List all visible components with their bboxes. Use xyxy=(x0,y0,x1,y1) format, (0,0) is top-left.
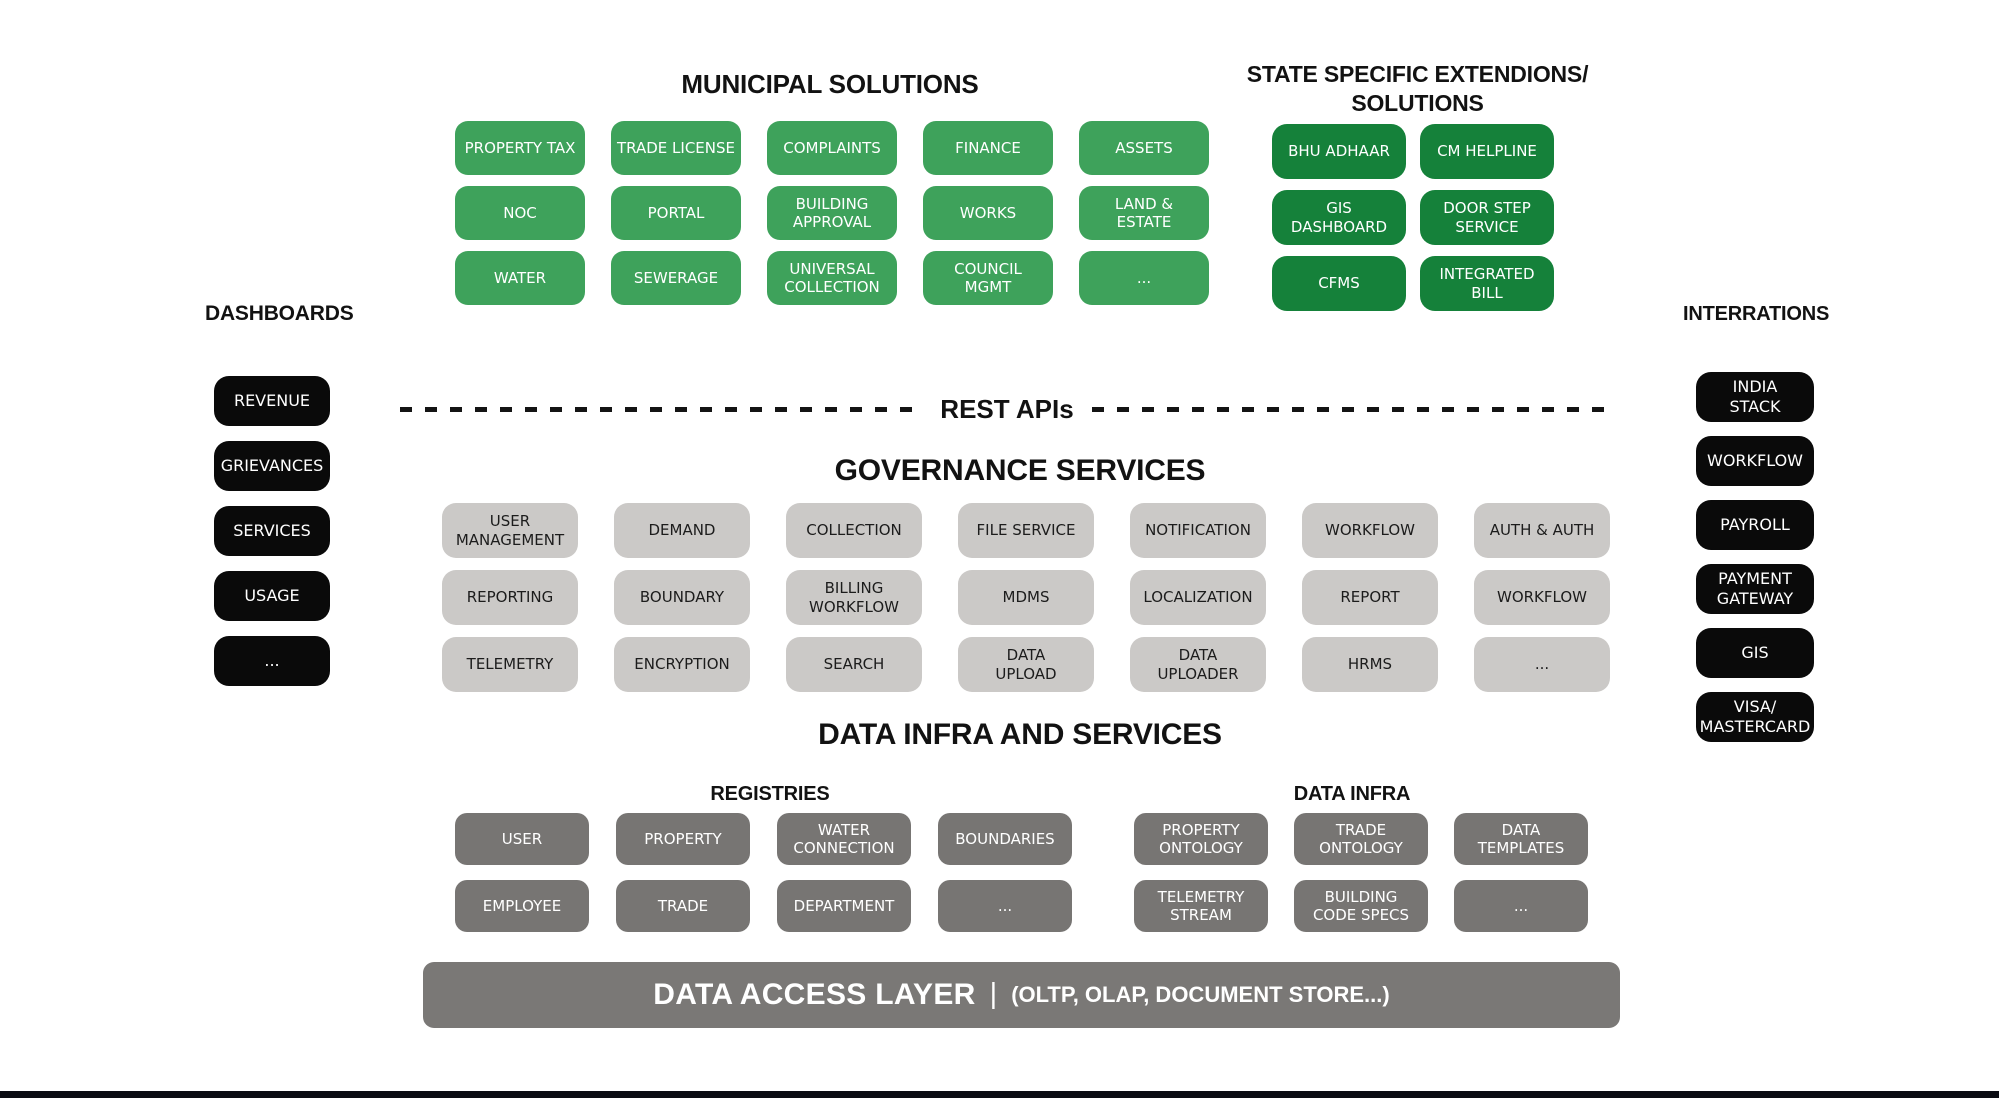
registry-box: PROPERTY xyxy=(616,813,750,865)
data-access-layer-subtitle: (OLTP, OLAP, DOCUMENT STORE...) xyxy=(1011,982,1390,1007)
data-infra-and-services-title: DATA INFRA AND SERVICES xyxy=(818,718,1222,751)
state-extension-box: GIS DASHBOARD xyxy=(1272,190,1406,245)
municipal-solution-box: WORKS xyxy=(923,186,1053,240)
data-infra-box: TELEMETRY STREAM xyxy=(1134,880,1268,932)
data-access-layer-bar: DATA ACCESS LAYER | (OLTP, OLAP, DOCUMEN… xyxy=(423,962,1620,1028)
integrations-title: INTERRATIONS xyxy=(1683,303,1830,325)
governance-service-box: MDMS xyxy=(958,570,1094,625)
integration-pill: INDIA STACK xyxy=(1696,372,1814,422)
state-extension-box: INTEGRATED BILL xyxy=(1420,256,1554,311)
governance-service-box: COLLECTION xyxy=(786,503,922,558)
dashboard-pill: REVENUE xyxy=(214,376,330,426)
data-infra-box: ... xyxy=(1454,880,1588,932)
governance-service-box: AUTH & AUTH xyxy=(1474,503,1610,558)
governance-service-box: ... xyxy=(1474,637,1610,692)
municipal-solution-box: ASSETS xyxy=(1079,121,1209,175)
state-extension-box: BHU ADHAAR xyxy=(1272,124,1406,179)
municipal-solutions-grid: PROPERTY TAX TRADE LICENSE COMPLAINTS FINAN… xyxy=(455,121,1209,305)
governance-service-box: ENCRYPTION xyxy=(614,637,750,692)
governance-service-box: TELEMETRY xyxy=(442,637,578,692)
dashed-line-left xyxy=(400,406,923,412)
rest-apis-label: REST APIs xyxy=(940,393,1074,424)
governance-service-box: BILLING WORKFLOW xyxy=(786,570,922,625)
dashboard-pill: USAGE xyxy=(214,571,330,621)
dashboard-pill: ... xyxy=(214,636,330,686)
municipal-solution-box: COUNCIL MGMT xyxy=(923,251,1053,305)
governance-service-box: BOUNDARY xyxy=(614,570,750,625)
dashboard-pill: GRIEVANCES xyxy=(214,441,330,491)
integration-pill: WORKFLOW xyxy=(1696,436,1814,486)
registry-box: DEPARTMENT xyxy=(777,880,911,932)
governance-service-box: USER MANAGEMENT xyxy=(442,503,578,558)
municipal-solution-box: LAND & ESTATE xyxy=(1079,186,1209,240)
governance-service-box: NOTIFICATION xyxy=(1130,503,1266,558)
governance-services-grid: USER MANAGEMENT DEMAND COLLECTION FILE SERV… xyxy=(442,503,1610,692)
municipal-solution-box: FINANCE xyxy=(923,121,1053,175)
governance-service-box: DATA UPLOAD xyxy=(958,637,1094,692)
governance-service-box: REPORTING xyxy=(442,570,578,625)
governance-service-box: FILE SERVICE xyxy=(958,503,1094,558)
governance-service-box: WORKFLOW xyxy=(1474,570,1610,625)
governance-services-title: GOVERNANCE SERVICES xyxy=(834,454,1206,487)
dashboards-list: REVENUE GRIEVANCES SERVICES USAGE... xyxy=(214,376,330,686)
data-access-layer-title: DATA ACCESS LAYER xyxy=(653,978,976,1011)
integration-pill: PAYMENT GATEWAY xyxy=(1696,564,1814,614)
governance-service-box: HRMS xyxy=(1302,637,1438,692)
registry-box: ... xyxy=(938,880,1072,932)
registries-grid: USER PROPERTY WATER CONNECTION BOUNDARIES EM… xyxy=(455,813,1072,932)
municipal-solution-box: COMPLAINTS xyxy=(767,121,897,175)
municipal-solution-box: UNIVERSAL COLLECTION xyxy=(767,251,897,305)
municipal-solution-box: ... xyxy=(1079,251,1209,305)
footer-strip xyxy=(0,1091,1999,1098)
governance-service-box: WORKFLOW xyxy=(1302,503,1438,558)
dashboard-pill: SERVICES xyxy=(214,506,330,556)
data-infra-grid: PROPERTY ONTOLOGY TRADE ONTOLOGY DATA TEMP… xyxy=(1134,813,1588,932)
registry-box: BOUNDARIES xyxy=(938,813,1072,865)
integration-pill: VISA/ MASTERCARD xyxy=(1696,692,1814,742)
data-infra-box: TRADE ONTOLOGY xyxy=(1294,813,1428,865)
governance-service-box: SEARCH xyxy=(786,637,922,692)
registry-box: USER xyxy=(455,813,589,865)
governance-service-box: DATA UPLOADER xyxy=(1130,637,1266,692)
municipal-solution-box: TRADE LICENSE xyxy=(611,121,741,175)
integration-pill: PAYROLL xyxy=(1696,500,1814,550)
municipal-solution-box: NOC xyxy=(455,186,585,240)
governance-service-box: LOCALIZATION xyxy=(1130,570,1266,625)
state-extension-box: CM HELPLINE xyxy=(1420,124,1554,179)
registry-box: EMPLOYEE xyxy=(455,880,589,932)
state-specific-grid: BHU ADHAAR CM HELPLINE GIS DASHBOARD DOOR S… xyxy=(1272,124,1554,311)
municipal-solution-box: WATER xyxy=(455,251,585,305)
integrations-list: INDIA STACK WORKFLOW PAYROLL PAYMENT GATEWA… xyxy=(1696,372,1814,742)
data-access-layer-divider: | xyxy=(989,977,998,1010)
municipal-solution-box: SEWERAGE xyxy=(611,251,741,305)
municipal-solution-box: PORTAL xyxy=(611,186,741,240)
dashboards-title: DASHBOARDS xyxy=(205,302,354,325)
data-infra-box: BUILDING CODE SPECS xyxy=(1294,880,1428,932)
rest-apis-divider: REST APIs xyxy=(400,392,1614,426)
registries-title: REGISTRIES xyxy=(710,783,830,805)
state-extension-box: DOOR STEP SERVICE xyxy=(1420,190,1554,245)
data-infra-title: DATA INFRA xyxy=(1293,783,1411,805)
integration-pill: GIS xyxy=(1696,628,1814,678)
municipal-solutions-title: MUNICIPAL SOLUTIONS xyxy=(681,69,979,99)
municipal-solution-box: BUILDING APPROVAL xyxy=(767,186,897,240)
data-infra-box: DATA TEMPLATES xyxy=(1454,813,1588,865)
registry-box: WATER CONNECTION xyxy=(777,813,911,865)
municipal-solution-box: PROPERTY TAX xyxy=(455,121,585,175)
state-extension-box: CFMS xyxy=(1272,256,1406,311)
governance-service-box: REPORT xyxy=(1302,570,1438,625)
state-specific-extensions-title: STATE SPECIFIC EXTENDIONS/ SOLUTIONS xyxy=(1246,61,1589,116)
registry-box: TRADE xyxy=(616,880,750,932)
data-infra-box: PROPERTY ONTOLOGY xyxy=(1134,813,1268,865)
governance-service-box: DEMAND xyxy=(614,503,750,558)
dashed-line-right xyxy=(1091,406,1614,412)
